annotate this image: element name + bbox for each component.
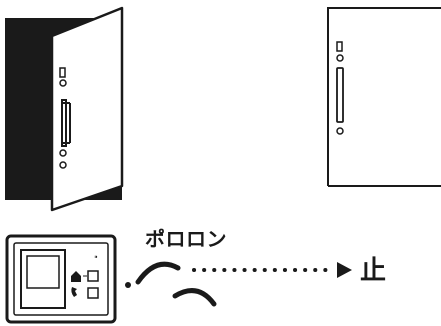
door-lower-knob-icon [60, 150, 66, 156]
closed-door-frame [328, 8, 441, 186]
door-lock-icon [60, 68, 65, 77]
arrow-right-icon [194, 262, 352, 278]
closed-door-lower-knob-icon [337, 128, 343, 134]
stop-text: 止 [360, 256, 386, 286]
closed-door-lock-icon [337, 42, 342, 51]
open-door-illustration [5, 8, 122, 210]
intercom-monitor-illustration: ⁍ [7, 236, 115, 322]
closed-door-illustration [328, 8, 441, 186]
intercom-button-bottom [88, 288, 98, 298]
intercom-speaker-grille [27, 256, 59, 288]
closed-door-knob-icon [337, 55, 343, 61]
chime-sound-text: ポロロン [145, 228, 227, 250]
door-lower-lock-icon [60, 162, 66, 168]
closed-door-handle-icon [337, 68, 343, 122]
sound-wave-icon [125, 264, 214, 304]
intercom-button-top [88, 271, 98, 281]
door-lock-knob-icon [60, 80, 66, 86]
intercom-status-icon: ⁍ [94, 253, 98, 262]
door-handle-icon [62, 100, 66, 146]
